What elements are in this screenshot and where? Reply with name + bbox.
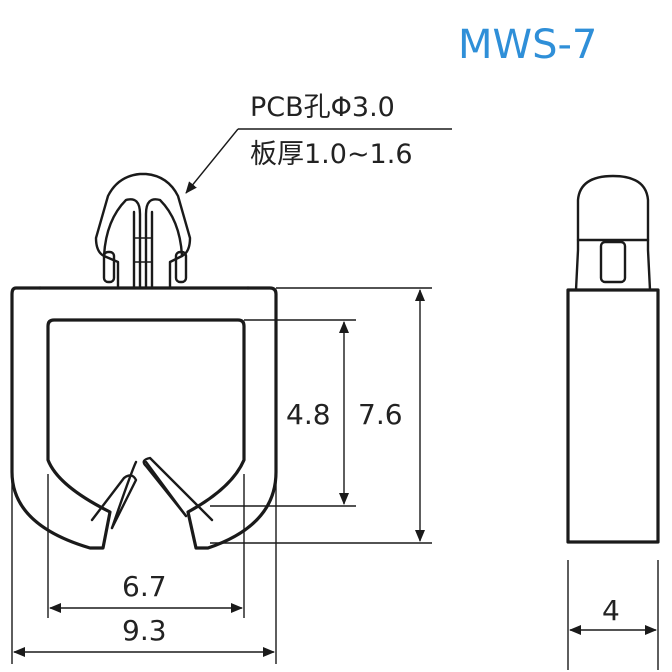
arrow-post bbox=[94, 172, 192, 290]
callout-hole-size: PCB孔Φ3.0 bbox=[250, 92, 395, 123]
dim-outer-width bbox=[11, 480, 277, 664]
dim-outer-width-label: 9.3 bbox=[122, 614, 167, 647]
dim-inner-width bbox=[47, 474, 245, 618]
clip-side-view bbox=[566, 174, 660, 544]
dim-side-thickness bbox=[567, 560, 659, 670]
dim-inner-height-label: 4.8 bbox=[286, 398, 331, 431]
callout-board-thickness: 板厚1.0~1.6 bbox=[250, 139, 413, 170]
model-title: MWS-7 bbox=[458, 22, 597, 68]
clip-front-view bbox=[10, 286, 278, 550]
dim-outer-height-label: 7.6 bbox=[358, 398, 403, 431]
callout-leader bbox=[185, 128, 452, 194]
dim-inner-height bbox=[210, 319, 356, 507]
dim-outer-height bbox=[210, 287, 432, 544]
dim-inner-width-label: 6.7 bbox=[122, 570, 167, 603]
dim-side-thickness-label: 4 bbox=[602, 594, 620, 627]
